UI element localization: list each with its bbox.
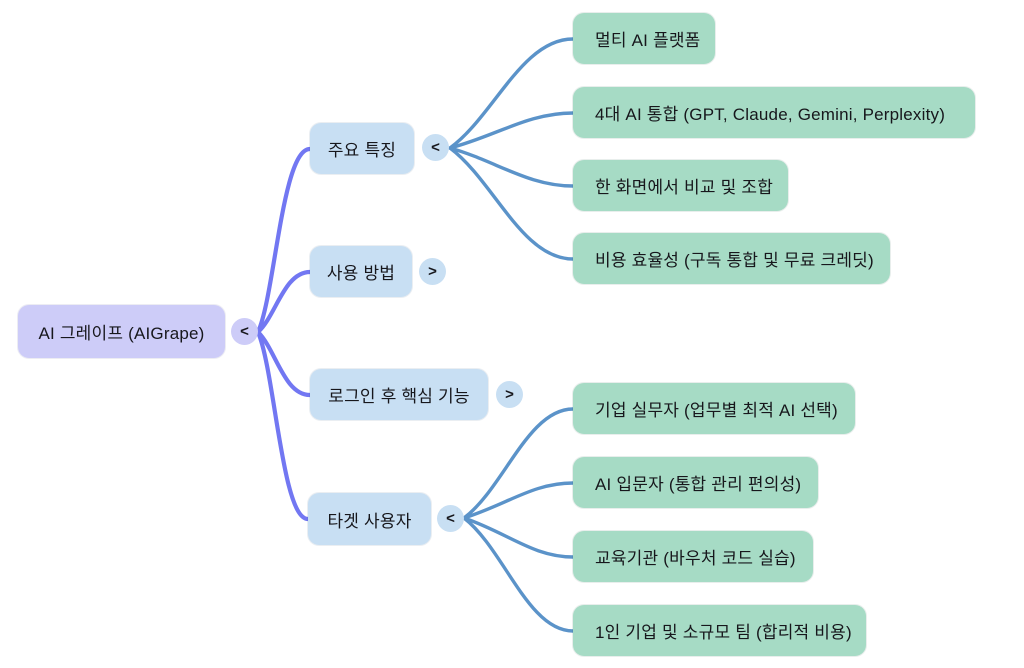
edge-root-corefuncs bbox=[255, 329, 313, 398]
edge-features-3 bbox=[448, 146, 575, 188]
edge-features-1 bbox=[448, 37, 575, 150]
edge-root-targets bbox=[255, 329, 311, 522]
node-branch-usage[interactable]: 사용 방법 bbox=[310, 246, 412, 297]
node-leaf-multi-ai-platform[interactable]: 멀티 AI 플랫폼 bbox=[573, 13, 715, 64]
node-branch-features[interactable]: 주요 특징 bbox=[310, 123, 414, 174]
toggle-corefuncs-expand-button[interactable]: > bbox=[496, 381, 523, 408]
edge-targets-1 bbox=[462, 407, 575, 520]
node-leaf-compare-combine[interactable]: 한 화면에서 비교 및 조합 bbox=[573, 160, 788, 211]
toggle-root-collapse-button[interactable]: < bbox=[231, 318, 258, 345]
edge-root-usage bbox=[255, 269, 313, 335]
edge-targets-3 bbox=[462, 516, 575, 559]
node-branch-targets[interactable]: 타겟 사용자 bbox=[308, 493, 431, 545]
node-leaf-small-team[interactable]: 1인 기업 및 소규모 팀 (합리적 비용) bbox=[573, 605, 866, 656]
edge-targets-2 bbox=[462, 481, 575, 520]
toggle-usage-expand-button[interactable]: > bbox=[419, 258, 446, 285]
edge-root-features bbox=[255, 146, 313, 335]
edge-features-4 bbox=[448, 146, 575, 261]
toggle-targets-collapse-button[interactable]: < bbox=[437, 505, 464, 532]
node-leaf-business-practitioner[interactable]: 기업 실무자 (업무별 최적 AI 선택) bbox=[573, 383, 855, 434]
node-branch-corefuncs[interactable]: 로그인 후 핵심 기능 bbox=[310, 369, 488, 420]
node-leaf-cost-efficiency[interactable]: 비용 효율성 (구독 통합 및 무료 크레딧) bbox=[573, 233, 890, 284]
edge-features-2 bbox=[448, 111, 575, 150]
toggle-features-collapse-button[interactable]: < bbox=[422, 134, 449, 161]
node-leaf-education-institution[interactable]: 교육기관 (바우처 코드 실습) bbox=[573, 531, 813, 582]
node-root[interactable]: AI 그레이프 (AIGrape) bbox=[18, 305, 225, 358]
edge-targets-4 bbox=[462, 516, 575, 633]
node-leaf-four-ai-integration[interactable]: 4대 AI 통합 (GPT, Claude, Gemini, Perplexit… bbox=[573, 87, 975, 138]
node-leaf-ai-beginner[interactable]: AI 입문자 (통합 관리 편의성) bbox=[573, 457, 818, 508]
